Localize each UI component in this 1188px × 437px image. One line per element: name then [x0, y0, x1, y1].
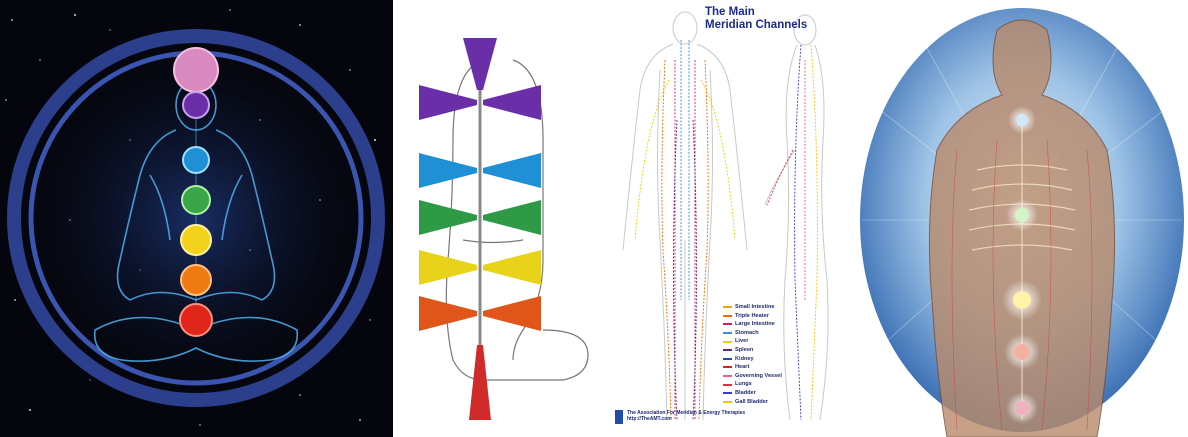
- title-line-1: The Main: [705, 6, 807, 19]
- legend-item: Spleen: [723, 346, 782, 355]
- funnel-chakra-image: [393, 0, 605, 437]
- meditation-chakra-illustration: [0, 0, 393, 437]
- legend-swatch: [723, 392, 732, 394]
- meridian-chart-title: The Main Meridian Channels: [705, 6, 807, 32]
- legend-label: Large Intestine: [735, 320, 775, 329]
- title-line-2: Meridian Channels: [705, 19, 807, 32]
- legend-label: Gall Bladder: [735, 398, 768, 407]
- legend-item: Large Intestine: [723, 320, 782, 329]
- legend-label: Kidney: [735, 355, 754, 364]
- legend-item: Kidney: [723, 355, 782, 364]
- legend-item: Small Intestine: [723, 303, 782, 312]
- legend-label: Spleen: [735, 346, 753, 355]
- legend-item: Governing Vessel: [723, 372, 782, 381]
- meditation-chakra-image: [0, 0, 393, 437]
- legend-label: Liver: [735, 337, 748, 346]
- legend-swatch: [723, 401, 732, 403]
- crown-chakra-icon: [174, 48, 218, 92]
- legend-swatch: [723, 349, 732, 351]
- legend-swatch: [723, 375, 732, 377]
- legend-label: Lungs: [735, 380, 752, 389]
- legend-swatch: [723, 315, 732, 317]
- legend-swatch: [723, 366, 732, 368]
- legend-swatch: [723, 306, 732, 308]
- energy-body-illustration: [857, 0, 1188, 437]
- legend-label: Triple Heater: [735, 312, 769, 321]
- funnel-chakra-illustration: [393, 0, 605, 437]
- legend-item: Lungs: [723, 380, 782, 389]
- throat-chakra-icon: [183, 147, 209, 173]
- energy-body-image: [857, 0, 1188, 437]
- heart-point-icon: [1015, 208, 1029, 222]
- sacral-chakra-icon: [181, 265, 211, 295]
- legend-label: Governing Vessel: [735, 372, 782, 381]
- sacral-point-icon: [1014, 344, 1030, 360]
- third-eye-chakra-icon: [183, 92, 209, 118]
- legend-swatch: [723, 384, 732, 386]
- legend-item: Liver: [723, 337, 782, 346]
- meridian-chart-image: The Main Meridian Channels Small Intesti…: [605, 0, 857, 437]
- legend-item: Triple Heater: [723, 312, 782, 321]
- legend-label: Stomach: [735, 329, 759, 338]
- association-logo-icon: [615, 410, 623, 424]
- legend-item: Bladder: [723, 389, 782, 398]
- solar-plexus-chakra-icon: [181, 225, 211, 255]
- legend-item: Stomach: [723, 329, 782, 338]
- root-chakra-icon: [180, 304, 212, 336]
- footer-url: http://TheAMT.com: [627, 416, 745, 422]
- legend-swatch: [723, 332, 732, 334]
- legend-label: Small Intestine: [735, 303, 774, 312]
- meridian-legend: Small IntestineTriple HeaterLarge Intest…: [723, 303, 782, 406]
- legend-swatch: [723, 358, 732, 360]
- throat-point-icon: [1016, 114, 1028, 126]
- legend-swatch: [723, 341, 732, 343]
- legend-item: Heart: [723, 363, 782, 372]
- meridian-footer: The Association For Meridian & Energy Th…: [615, 410, 745, 424]
- legend-label: Heart: [735, 363, 749, 372]
- root-point-icon: [1015, 401, 1029, 415]
- legend-item: Gall Bladder: [723, 398, 782, 407]
- heart-chakra-icon: [182, 186, 210, 214]
- legend-swatch: [723, 323, 732, 325]
- solar-point-icon: [1013, 291, 1031, 309]
- legend-label: Bladder: [735, 389, 756, 398]
